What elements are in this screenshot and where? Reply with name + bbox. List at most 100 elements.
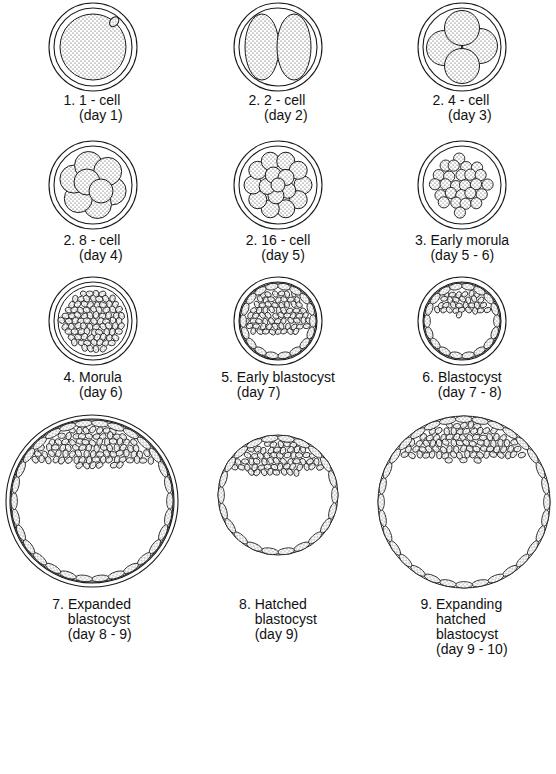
stage-label: 7. Expanded blastocyst (day 8 - 9) [52, 597, 131, 642]
label-line: (day 8 - 9) [68, 627, 132, 642]
label-line: 2. 4 - cell [432, 93, 491, 108]
label-line: (day 7 - 8) [438, 385, 502, 400]
trophectoderm-cell [378, 509, 388, 527]
blastocyst-outline [11, 420, 173, 582]
zona-pellucida [239, 8, 317, 86]
inner-cell-mass [434, 306, 441, 314]
blastocyst-outline [240, 283, 316, 359]
blastomere [438, 197, 449, 208]
label-line: (day 6) [79, 385, 123, 400]
inner-cell-mass [285, 468, 294, 477]
inner-cell-mass [139, 458, 147, 464]
inner-cell-mass [477, 307, 485, 313]
blastomere [482, 179, 493, 190]
blastomere [115, 328, 123, 334]
inner-cell-mass [123, 449, 129, 457]
trophectoderm-cell [439, 578, 457, 588]
trophectoderm-cell [455, 582, 472, 588]
inner-cell-mass [294, 469, 300, 476]
inner-cell-mass [109, 438, 117, 445]
zona-pellucida [234, 141, 322, 229]
inner-cell-mass [472, 434, 480, 441]
trophectoderm-cell [240, 326, 250, 340]
blastocyst-outline [378, 416, 550, 588]
label-line: blastocyst [436, 627, 508, 642]
inner-cell-mass [407, 451, 416, 460]
blastomere [271, 178, 285, 192]
trophectoderm-cell [534, 461, 546, 479]
trophectoderm-cell [218, 502, 229, 520]
inner-cell-mass [308, 462, 317, 471]
trophectoderm-cell [261, 547, 279, 556]
zona-pellucida [418, 277, 506, 365]
inner-cell-mass [489, 451, 498, 459]
trophectoderm-cell [310, 315, 316, 328]
label-line: 2. 2 - cell [248, 93, 307, 108]
label-line: 2. 16 - cell [246, 233, 311, 248]
trophectoderm-cell [423, 419, 441, 431]
trophectoderm-cell [163, 476, 173, 494]
zona-pellucida [423, 282, 501, 360]
blastomere [93, 345, 100, 353]
trophectoderm-cell [534, 525, 546, 543]
inner-cell-mass [460, 457, 468, 463]
trophectoderm-cell [487, 572, 505, 584]
inner-cell-mass [262, 328, 270, 334]
label-line: 4. Morula [63, 370, 122, 385]
stage-label: 2. 2 - cell (day 2) [248, 93, 307, 123]
trophectoderm-cell [11, 492, 17, 509]
label-line: (day 3) [448, 108, 492, 123]
blastomere [445, 11, 480, 46]
blastomere [448, 160, 459, 171]
inner-cell-mass [75, 461, 84, 470]
stage-label: 2. 4 - cell (day 3) [432, 93, 491, 123]
trophectoderm-cell [75, 574, 93, 582]
stage-label: 6. Blastocyst (day 7 - 8) [422, 370, 501, 400]
inner-cell-mass [301, 317, 306, 324]
blastomere [99, 344, 108, 353]
inner-cell-mass [445, 458, 453, 464]
trophectoderm-cell [544, 493, 550, 510]
zona-pellucida [10, 419, 174, 583]
trophectoderm-cell [59, 569, 77, 580]
trophectoderm-cell [378, 493, 384, 510]
blastomere [277, 14, 311, 80]
trophectoderm-cell [540, 509, 550, 527]
stage-label: 8. Hatched blastocyst (day 9) [239, 597, 317, 642]
label-line: 5. Early blastocyst [221, 370, 335, 385]
blastomere [445, 49, 480, 84]
blastomere [245, 14, 279, 80]
zona-pellucida [6, 415, 178, 587]
trophectoderm-cell [490, 302, 500, 316]
inner-cell-mass [440, 296, 448, 302]
inner-cell-mass [45, 456, 52, 465]
trophectoderm-cell [157, 524, 170, 542]
trophectoderm-cell [327, 470, 338, 488]
label-line: 8. Hatched [239, 597, 317, 612]
inner-cell-mass [64, 456, 73, 465]
inner-cell-mass [284, 301, 290, 309]
trophectoderm-cell [15, 460, 28, 478]
trophectoderm-cell [487, 419, 505, 431]
inner-cell-mass [283, 451, 292, 458]
trophectoderm-cell [122, 561, 140, 575]
trophectoderm-cell [293, 437, 311, 450]
trophectoderm-cell [423, 572, 441, 584]
zona-pellucida [234, 277, 322, 365]
zona-pellucida [49, 141, 137, 229]
zona-pellucida [54, 8, 132, 86]
zona-pellucida [234, 3, 322, 91]
stage-label: 3. Early morula (day 5 - 6) [415, 233, 509, 263]
trophectoderm-cell [449, 282, 463, 291]
trophectoderm-cell [15, 524, 28, 542]
label-line: 2. 8 - cell [63, 233, 122, 248]
trophectoderm-cell [163, 508, 173, 526]
zona-pellucida [49, 3, 137, 91]
stage-label: 2. 8 - cell (day 4) [63, 233, 122, 263]
label-line: (day 5) [261, 248, 310, 263]
inner-cell-mass [241, 458, 249, 464]
label-line: 7. Expanded [52, 597, 131, 612]
trophectoderm-cell [157, 460, 170, 478]
inner-cell-mass [400, 451, 409, 458]
trophectoderm-cell [461, 351, 475, 360]
